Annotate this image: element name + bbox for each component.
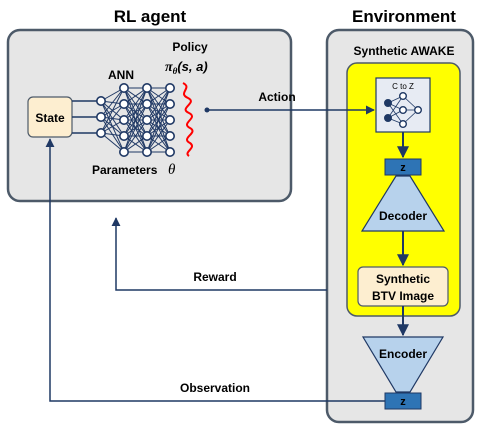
network-edge bbox=[123, 87, 148, 137]
rl-agent-title: RL agent bbox=[114, 7, 187, 26]
policy-formula: πθ(s, a) bbox=[165, 59, 208, 76]
network-edge bbox=[387, 95, 404, 119]
network-node bbox=[165, 83, 176, 94]
decoder-trapezoid bbox=[360, 175, 446, 232]
network-node bbox=[119, 99, 130, 110]
synthetic-btv-label-line2: BTV Image bbox=[372, 289, 434, 303]
network-node bbox=[165, 147, 176, 158]
z-bottom-label: z bbox=[400, 396, 406, 408]
ann-network-icon bbox=[72, 83, 176, 158]
policy-symbol: π bbox=[165, 60, 173, 75]
network-node bbox=[165, 115, 176, 126]
network-node bbox=[119, 115, 130, 126]
c-to-z-label: C to Z bbox=[392, 82, 414, 91]
theta-symbol: θ bbox=[168, 162, 176, 178]
network-node bbox=[399, 119, 408, 128]
network-node bbox=[384, 113, 393, 122]
network-node bbox=[399, 105, 408, 114]
synthetic-awake-label: Synthetic AWAKE bbox=[354, 44, 455, 58]
reward-arrow bbox=[111, 217, 327, 291]
z-top-label: z bbox=[400, 162, 406, 174]
ann-label: ANN bbox=[108, 68, 134, 82]
c-to-z-network-icon bbox=[384, 91, 423, 128]
environment-title: Environment bbox=[352, 7, 456, 26]
network-edge bbox=[123, 87, 148, 121]
z-top-box bbox=[384, 158, 422, 176]
network-edge bbox=[146, 87, 171, 137]
decoder-label: Decoder bbox=[379, 209, 427, 223]
policy-label: Policy bbox=[172, 40, 208, 54]
policy-args: (s, a) bbox=[177, 59, 207, 74]
network-edge bbox=[146, 87, 171, 121]
network-edge bbox=[100, 87, 125, 118]
state-label: State bbox=[35, 111, 65, 125]
network-edge bbox=[123, 87, 148, 153]
network-edge bbox=[146, 103, 171, 153]
encoder-trapezoid bbox=[361, 336, 445, 393]
network-node bbox=[119, 131, 130, 142]
network-node bbox=[414, 105, 423, 114]
network-node bbox=[119, 83, 130, 94]
policy-distribution-curve bbox=[182, 82, 194, 157]
network-edge bbox=[100, 103, 125, 134]
network-edge bbox=[387, 102, 404, 125]
network-edge bbox=[123, 103, 148, 153]
network-node bbox=[119, 147, 130, 158]
observation-label: Observation bbox=[180, 381, 250, 395]
network-edge bbox=[146, 87, 171, 153]
network-node bbox=[96, 96, 107, 107]
network-node bbox=[399, 91, 408, 100]
network-node bbox=[96, 128, 107, 139]
network-edge bbox=[146, 119, 171, 153]
network-node bbox=[165, 99, 176, 110]
network-node bbox=[142, 131, 153, 142]
observation-arrow bbox=[45, 138, 385, 402]
network-node bbox=[96, 112, 107, 123]
action-label: Action bbox=[258, 90, 295, 104]
parameters-label: Parameters bbox=[92, 163, 158, 177]
network-edge bbox=[123, 119, 148, 153]
network-node bbox=[142, 147, 153, 158]
rl-agent-panel bbox=[6, 28, 293, 203]
network-node bbox=[384, 98, 393, 107]
policy-subscript: θ bbox=[173, 66, 178, 76]
network-node bbox=[142, 99, 153, 110]
network-node bbox=[165, 131, 176, 142]
network-node bbox=[142, 115, 153, 126]
network-edge bbox=[100, 87, 125, 134]
network-node bbox=[142, 83, 153, 94]
reward-label: Reward bbox=[193, 270, 236, 284]
encoder-label: Encoder bbox=[379, 347, 427, 361]
synthetic-btv-label-line1: Synthetic bbox=[376, 272, 430, 286]
